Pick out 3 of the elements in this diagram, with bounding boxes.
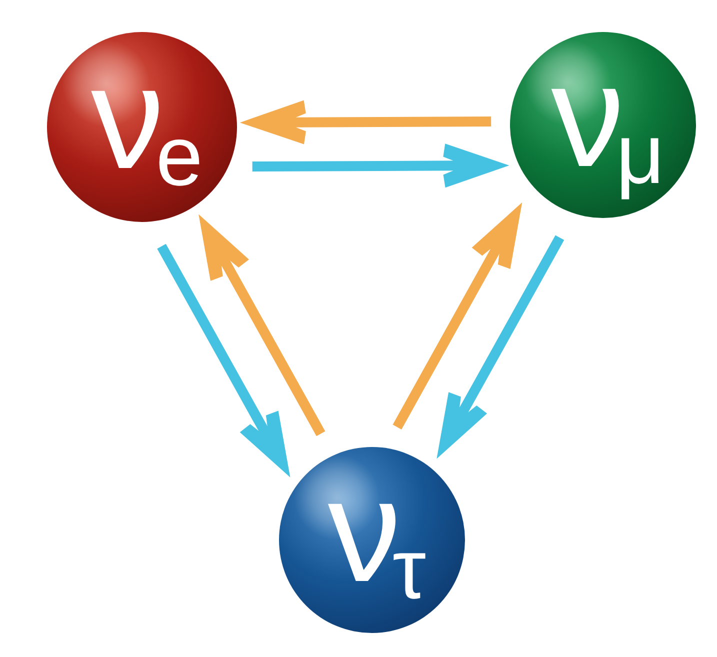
- symbol-label: ν$_{τ}$: [328, 487, 427, 618]
- symbol-label: ν$_{μ}$: [551, 72, 666, 204]
- symbol-label: ν$_{e}$: [91, 74, 204, 206]
